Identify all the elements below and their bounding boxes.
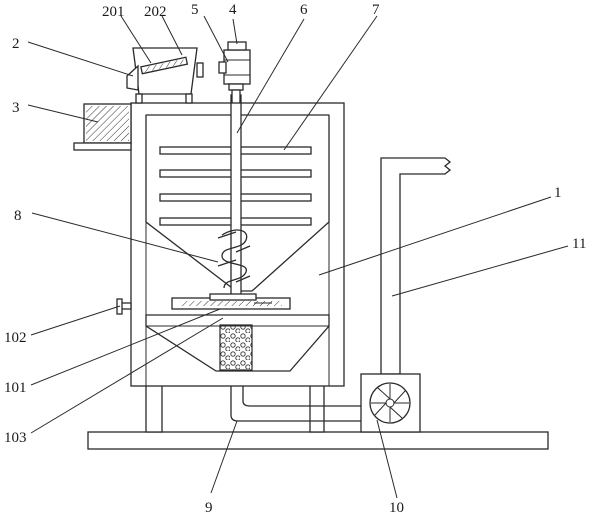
label-2: 2	[12, 36, 20, 52]
base-plate	[87, 431, 549, 450]
label-8: 8	[14, 208, 22, 224]
label-201: 201	[102, 4, 125, 20]
motor	[218, 41, 251, 104]
label-11: 11	[572, 236, 586, 252]
label-202: 202	[144, 4, 167, 20]
side-box	[73, 103, 132, 151]
filter-screen	[171, 293, 291, 310]
collection-hopper	[145, 314, 330, 372]
spiral-screw	[217, 229, 251, 289]
label-6: 6	[300, 2, 308, 18]
label-9: 9	[205, 500, 213, 516]
leader-lines	[27, 15, 569, 499]
air-duct	[380, 157, 452, 375]
label-7: 7	[372, 2, 380, 18]
label-103: 103	[4, 430, 27, 446]
label-10: 10	[389, 500, 404, 516]
label-1: 1	[554, 185, 562, 201]
label-102: 102	[4, 330, 27, 346]
discharge-pipe	[230, 386, 361, 422]
feed-hopper	[126, 47, 204, 104]
label-4: 4	[229, 2, 237, 18]
label-101: 101	[4, 380, 27, 396]
label-3: 3	[12, 100, 20, 116]
support-legs	[145, 384, 325, 433]
label-5: 5	[191, 2, 199, 18]
part-labels: 201 202 5 4 6 7 2 3 8 1 11 102 101 103 9…	[4, 2, 586, 516]
fan	[360, 373, 421, 433]
